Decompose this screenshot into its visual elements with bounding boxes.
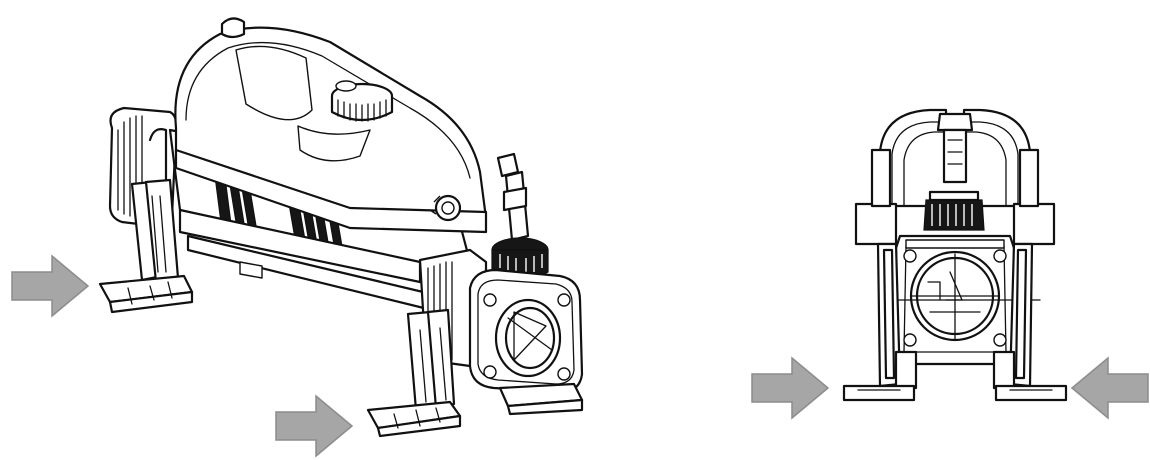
mounting-feet: [98, 178, 584, 438]
cable-gland: [429, 194, 462, 222]
front-view-arch: [878, 108, 1032, 208]
front-view-feet: [842, 242, 1068, 402]
front-view-shoulders: [854, 148, 1056, 246]
arrow-right-foot: [1071, 357, 1149, 419]
arrow-left-foot: [751, 357, 829, 419]
flow-switch: [491, 152, 549, 281]
perspective-view: [11, 17, 584, 457]
top-cover: [174, 17, 488, 234]
arrow-rear-foot: [11, 255, 89, 317]
arrow-front-foot: [275, 395, 353, 457]
front-view-knob: [923, 190, 985, 231]
front-view: [751, 108, 1149, 419]
front-view-inlet: [879, 234, 1041, 366]
thermostat-knob: [330, 80, 394, 122]
